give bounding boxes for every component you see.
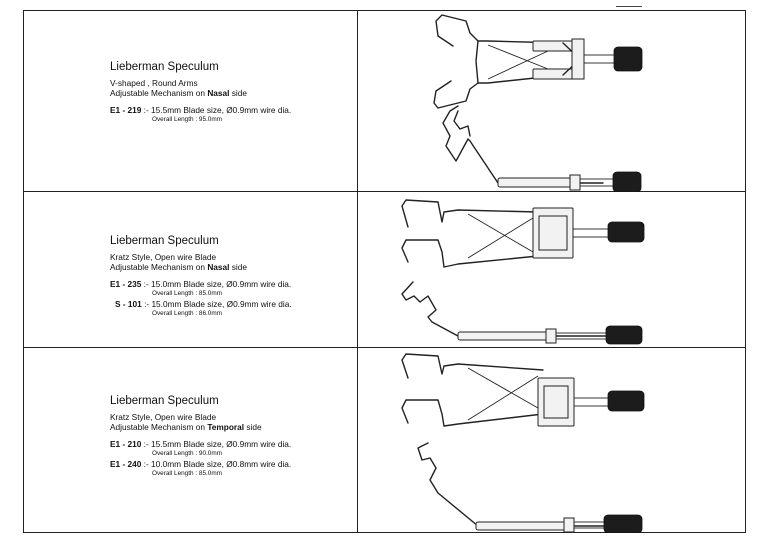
product-mechanism: Adjustable Mechanism on Temporal side [110,422,262,432]
catalog-code: S - 101 [115,299,142,309]
spec-line: E1 - 240 :- 10.0mm Blade size, Ø0.8mm wi… [110,459,292,469]
speculum-drawing-icon [401,353,645,533]
spec-line: E1 - 219 :- 15.5mm Blade size, Ø0.9mm wi… [110,105,292,115]
product-row-3: Lieberman Speculum Kratz Style, Open wir… [24,348,745,533]
product-style: Kratz Style, Open wire Blade [110,252,217,262]
overall-length: Overall Length : 95.0mm [152,116,222,123]
product-info: Lieberman Speculum Kratz Style, Open wir… [110,395,291,479]
product-info: Lieberman Speculum Kratz Style, Open wir… [110,235,292,319]
product-specs: E1 - 219 :- 15.5mm Blade size, Ø0.9mm wi… [110,105,291,124]
top-mark [616,6,642,7]
catalog-code: E1 - 210 [110,439,142,449]
product-text-cell: Lieberman Speculum Kratz Style, Open wir… [24,348,358,533]
overall-length: Overall Length : 85.0mm [152,470,222,477]
spec-line: E1 - 210 :- 15.5mm Blade size, Ø0.9mm wi… [110,439,292,449]
product-mechanism: Adjustable Mechanism on Nasal side [110,262,247,272]
product-title: Lieberman Speculum [110,235,219,247]
product-drawing-cell [358,348,745,533]
speculum-drawing-icon [433,14,643,192]
product-mechanism: Adjustable Mechanism on Nasal side [110,88,247,98]
product-style: Kratz Style, Open wire Blade [110,412,217,422]
speculum-drawing-icon [401,199,645,345]
overall-length: Overall Length : 86.0mm [152,310,222,317]
product-info: Lieberman Speculum V-shaped , Round Arms… [110,61,291,125]
product-specs: E1 - 210 :- 15.5mm Blade size, Ø0.9mm wi… [110,439,291,478]
product-style: V-shaped , Round Arms [110,78,198,88]
spec-line: E1 - 235 :- 15.0mm Blade size, Ø0.9mm wi… [110,279,292,289]
product-text-cell: Lieberman Speculum V-shaped , Round Arms… [24,11,358,191]
catalog-code: E1 - 219 [110,105,142,115]
product-row-2: Lieberman Speculum Kratz Style, Open wir… [24,192,745,348]
overall-length: Overall Length : 90.0mm [152,450,222,457]
product-drawing-cell [358,192,745,347]
catalog-code: E1 - 240 [110,459,142,469]
product-drawing-cell [358,11,745,192]
product-text-cell: Lieberman Speculum Kratz Style, Open wir… [24,192,358,347]
product-row-1: Lieberman Speculum V-shaped , Round Arms… [24,11,745,192]
catalog-sheet: Lieberman Speculum V-shaped , Round Arms… [23,10,746,533]
product-title: Lieberman Speculum [110,61,219,73]
overall-length: Overall Length : 85.0mm [152,290,222,297]
catalog-code: E1 - 235 [110,279,142,289]
spec-line: S - 101 :- 15.0mm Blade size, Ø0.9mm wir… [115,299,292,309]
product-title: Lieberman Speculum [110,395,219,407]
product-specs: E1 - 235 :- 15.0mm Blade size, Ø0.9mm wi… [110,279,292,318]
